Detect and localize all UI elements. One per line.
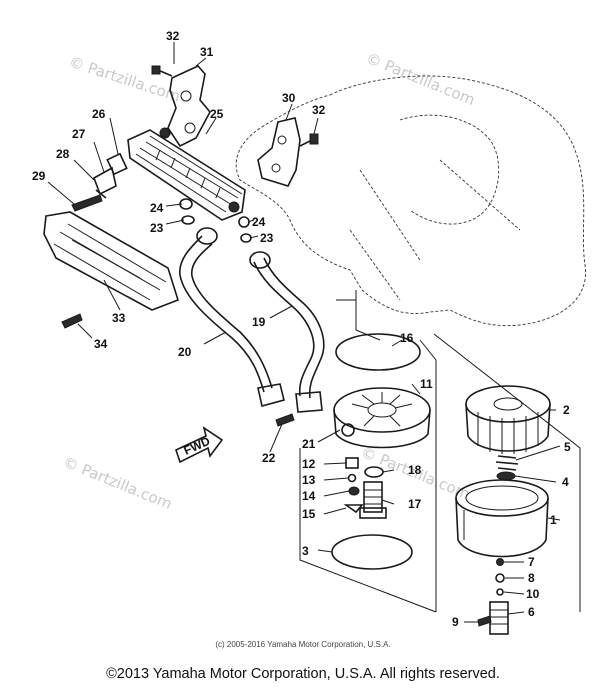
bracket-30 — [257, 117, 301, 187]
callout-17: 17 — [408, 497, 422, 511]
assembly-line — [355, 290, 381, 341]
callout-14: 14 — [302, 489, 316, 503]
o-ring-10 — [496, 588, 504, 596]
callout-8: 8 — [528, 571, 535, 585]
callout-23: 23 — [260, 231, 274, 245]
o-ring-18 — [364, 466, 384, 478]
bolt-22 — [275, 413, 295, 427]
fwd-arrow: FWD — [175, 426, 224, 464]
callout-26: 26 — [92, 107, 106, 121]
callout-15: 15 — [302, 507, 316, 521]
filter-housing-11 — [333, 387, 431, 449]
plate-4 — [496, 471, 516, 481]
spring-14 — [348, 486, 360, 496]
callout-12: 12 — [302, 457, 316, 471]
callout-24: 24 — [252, 215, 266, 229]
callout-3: 3 — [302, 544, 309, 558]
union-bolt-17 — [359, 481, 387, 519]
assembly-line — [419, 339, 437, 612]
washer-8 — [495, 573, 505, 583]
assembly-line — [299, 448, 437, 613]
valve-15 — [343, 504, 364, 514]
washer-27 — [93, 166, 117, 196]
callout-34: 34 — [94, 337, 108, 351]
bracket-hole — [277, 135, 287, 145]
callout-29: 29 — [32, 169, 46, 183]
callout-20: 20 — [178, 345, 192, 359]
bracket-hole — [180, 90, 192, 102]
callout-31: 31 — [200, 45, 214, 59]
callout-9: 9 — [452, 615, 459, 629]
watermark: © Partzilla.com — [61, 453, 175, 513]
callout-32: 32 — [166, 29, 180, 43]
filter-element-2 — [465, 385, 551, 454]
bracket-hole — [184, 122, 196, 134]
callout-13: 13 — [302, 473, 316, 487]
oil-cooler-25 — [127, 127, 246, 221]
spring-5 — [495, 455, 519, 471]
callout-30: 30 — [282, 91, 296, 105]
callout-27: 27 — [72, 127, 86, 141]
callout-23: 23 — [150, 221, 164, 235]
grommet-24 — [238, 216, 250, 228]
engine-outline — [235, 75, 586, 327]
o-ring-3 — [331, 534, 413, 570]
o-ring-16 — [335, 333, 421, 371]
engine-detail — [349, 159, 521, 301]
center-bolt-6 — [489, 601, 509, 635]
callout-21: 21 — [302, 437, 316, 451]
watermark: © Partzilla.com — [67, 53, 183, 106]
watermark: © Partzilla.com — [364, 49, 478, 109]
callout-28: 28 — [56, 147, 70, 161]
nut-28 — [95, 189, 107, 199]
ring-13 — [347, 473, 357, 483]
leader-lines — [47, 42, 561, 623]
ring-7 — [496, 558, 504, 566]
callout-10: 10 — [526, 587, 540, 601]
callout-6: 6 — [528, 605, 535, 619]
callout-11: 11 — [420, 377, 433, 391]
callout-25: 25 — [210, 107, 224, 121]
callout-24: 24 — [150, 201, 164, 215]
callout-1: 1 — [550, 513, 557, 527]
callout-5: 5 — [564, 440, 571, 454]
callout-16: 16 — [400, 331, 414, 345]
callout-33: 33 — [112, 311, 126, 325]
hose-19 — [249, 251, 325, 413]
callout-32: 32 — [312, 103, 326, 117]
bolt-head — [151, 65, 161, 75]
engine-detail — [399, 114, 500, 225]
bolt-29 — [71, 194, 103, 212]
callout-2: 2 — [563, 403, 570, 417]
hose-20 — [179, 227, 285, 407]
bolt-head — [309, 133, 319, 145]
callout-18: 18 — [408, 463, 422, 477]
bolt-34 — [61, 313, 83, 329]
sleeve-26 — [106, 152, 128, 176]
callout-7: 7 — [528, 555, 535, 569]
bracket-31 — [167, 65, 211, 148]
callout-19: 19 — [252, 315, 266, 329]
pin-9 — [477, 615, 492, 627]
collar-23 — [240, 233, 252, 243]
cover-33 — [43, 211, 179, 311]
copyright-notice: ©2013 Yamaha Motor Corporation, U.S.A. A… — [106, 666, 500, 682]
bracket-hole — [271, 163, 281, 173]
callout-22: 22 — [262, 451, 276, 465]
copyright-small: (c) 2005-2016 Yamaha Motor Corporation, … — [215, 640, 391, 649]
callout-4: 4 — [562, 475, 569, 489]
filter-case-1 — [455, 479, 549, 558]
cap-12 — [345, 457, 359, 469]
assembly-line — [433, 333, 581, 612]
